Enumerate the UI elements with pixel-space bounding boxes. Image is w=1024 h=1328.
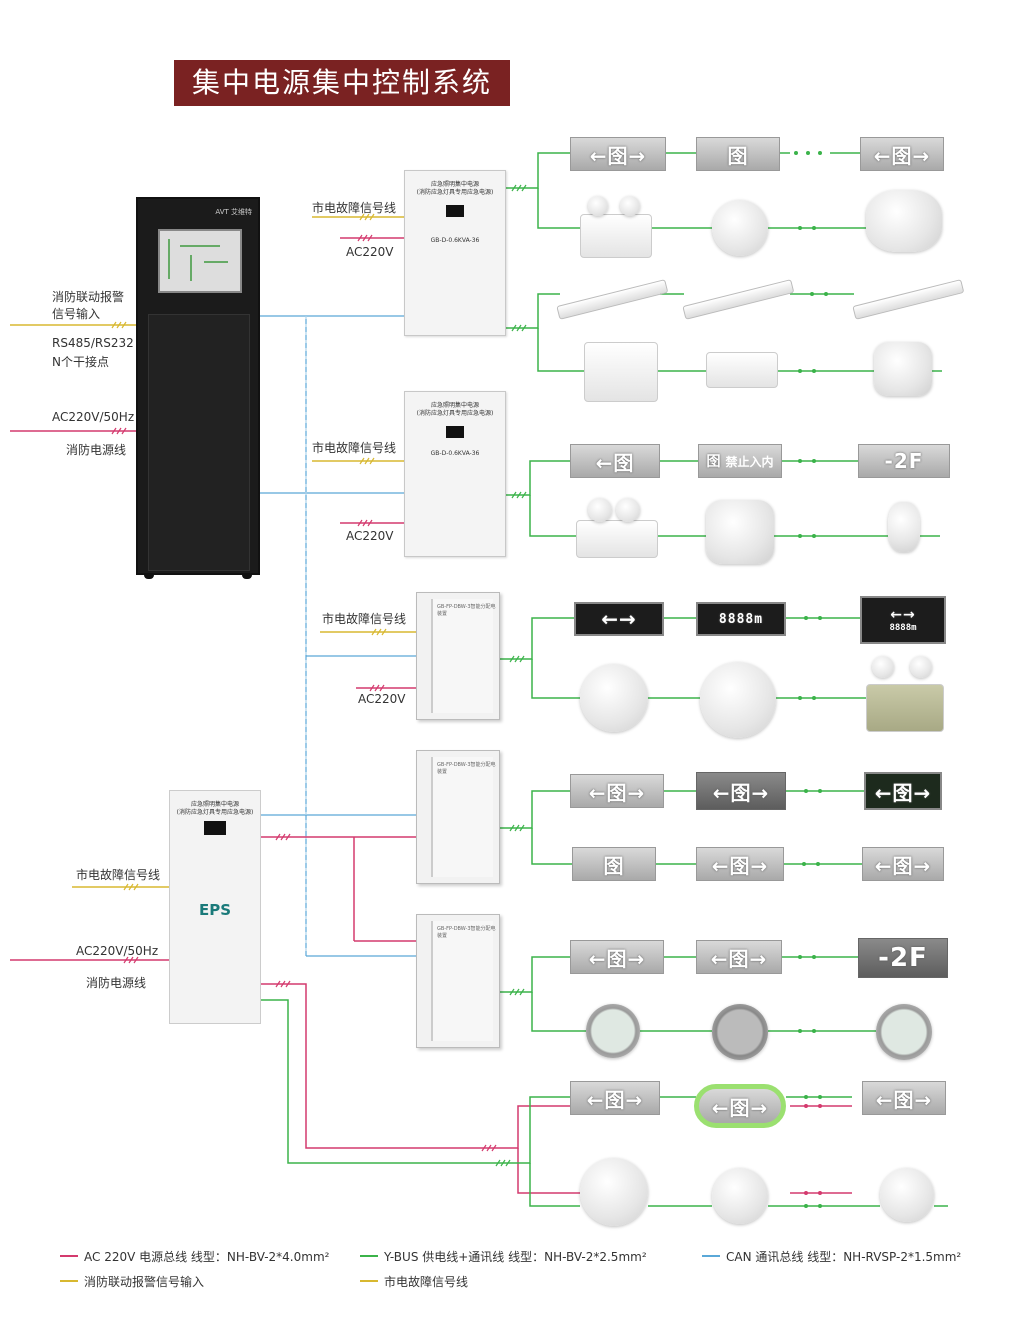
panel-title: GB-FP-DBW-3智能分配电装置 xyxy=(437,926,496,939)
distribution-panel-5: GB-FP-DBW-3智能分配电装置 xyxy=(416,914,500,1048)
round-down-light xyxy=(580,1158,648,1226)
legend-fire: 消防联动报警信号输入 xyxy=(84,1275,205,1289)
exit-sign-arrows: ←囹→ xyxy=(696,847,784,881)
ac220-label: AC220V xyxy=(346,245,394,259)
fire-alarm-input-label-2: 信号输入 xyxy=(52,307,101,321)
round-ceiling-light xyxy=(700,662,776,738)
exit-sign-dark: ←→ xyxy=(574,602,664,636)
exit-sign-arrows: ←囹→ xyxy=(570,1081,660,1115)
floor-sign-text: -2F xyxy=(878,943,928,973)
ac220-label: AC220V xyxy=(346,529,394,543)
wall-light xyxy=(584,342,658,402)
eps-ac-label-2: 消防电源线 xyxy=(86,976,147,990)
panel-subtitle: (消防应急灯具专用应急电源) xyxy=(416,410,494,417)
twin-spot-emergency-light xyxy=(576,520,658,558)
exit-sign-arrows: ←囹→ xyxy=(570,940,664,974)
ybus-lines xyxy=(261,152,948,1207)
distribution-panel-4: GB-FP-DBW-3智能分配电装置 xyxy=(416,750,500,884)
spot-lamp-icon xyxy=(872,656,894,678)
distance-sign-text: 8888m xyxy=(718,611,764,627)
ac220-label: AC220V xyxy=(358,692,406,706)
explosion-proof-exit-sign: ←囹→ xyxy=(864,772,942,810)
exit-sign-arrows: ←囹→ xyxy=(696,940,782,974)
spot-lamp-icon xyxy=(588,196,608,216)
exit-sign-hanging: ←囹 xyxy=(570,444,660,478)
round-ceiling-light xyxy=(580,664,648,732)
mini-spot-light xyxy=(888,502,920,552)
panel-title: 应急照明集中电源 xyxy=(430,181,479,188)
exit-sign-arrows: ←囹→ xyxy=(570,137,666,171)
floor-embedded-sign xyxy=(876,1004,932,1060)
down-light xyxy=(874,342,932,396)
page-title: 集中电源集中控制系统 xyxy=(174,60,510,106)
fault-signal-label: 市电故障信号线 xyxy=(312,441,397,455)
floor-sign: -2F xyxy=(858,938,948,978)
cabinet-door xyxy=(148,314,250,571)
spot-lamp-icon xyxy=(588,498,612,522)
round-down-light xyxy=(880,1168,934,1222)
legend-ybus: Y-BUS 供电线+通讯线 线型：NH-BV-2*2.5mm² xyxy=(384,1250,647,1264)
eps-label: EPS xyxy=(198,901,232,919)
round-down-light xyxy=(712,1168,768,1224)
eps-title: 应急照明集中电源 xyxy=(190,801,239,808)
legend-can: CAN 通讯总线 线型：NH-RVSP-2*1.5mm² xyxy=(726,1250,962,1264)
distance-sign: 8888m xyxy=(696,602,786,636)
fire-power-label: 消防电源线 xyxy=(66,443,127,457)
panel-title: GB-FP-DBW-3智能分配电装置 xyxy=(437,604,496,617)
fault-signal-label: 市电故障信号线 xyxy=(312,201,397,215)
cabinet-screen xyxy=(158,229,242,293)
signal-lines xyxy=(10,216,416,888)
exit-sign-arrows-glow: ←囹→ xyxy=(694,1084,786,1128)
distribution-panel-3: GB-FP-DBW-3智能分配电装置 xyxy=(416,592,500,720)
ceiling-light xyxy=(866,190,942,252)
exit-sign: 囹 xyxy=(572,847,656,881)
legend-ac: AC 220V 电源总线 线型：NH-BV-2*4.0mm² xyxy=(84,1250,330,1264)
floor-sign-text: -2F xyxy=(884,449,924,473)
rs485-label-1: RS485/RS232 xyxy=(52,336,134,350)
spot-lamp-icon xyxy=(910,656,932,678)
floor-embedded-sign xyxy=(712,1004,768,1060)
can-bus-lines xyxy=(260,315,416,957)
distance-arrow-sign: ←→8888m xyxy=(860,596,946,644)
no-entry-sign: 囹禁止入内 xyxy=(698,444,782,478)
legend-fault: 市电故障信号线 xyxy=(384,1275,469,1289)
fire-alarm-input-label-1: 消防联动报警 xyxy=(52,290,125,304)
eps-ac-label-1: AC220V/50Hz xyxy=(76,944,159,958)
panel-title: 应急照明集中电源 xyxy=(430,402,479,409)
wire-count-marks xyxy=(111,184,527,1167)
panel-model: GB-D-0.6KVA-36 xyxy=(430,237,480,244)
ceiling-light xyxy=(712,200,768,256)
continuation-dots xyxy=(794,151,828,1208)
floor-sign: -2F xyxy=(858,444,950,478)
eps-fault-label: 市电故障信号线 xyxy=(76,868,161,882)
distance-sign-text-2: 8888m xyxy=(889,623,917,633)
floor-embedded-sign xyxy=(586,1004,640,1058)
ac220-50hz-label: AC220V/50Hz xyxy=(52,410,135,424)
no-entry-text: 禁止入内 xyxy=(725,454,774,469)
exit-sign-arrows: ←囹→ xyxy=(696,772,786,810)
exit-sign-arrows: ←囹→ xyxy=(862,1081,946,1115)
control-cabinet: AVT 艾维特 xyxy=(136,197,260,579)
panel-title: GB-FP-DBW-3智能分配电装置 xyxy=(437,762,496,775)
twin-spot-emergency-light xyxy=(580,214,652,258)
exit-sign-arrows: ←囹→ xyxy=(860,137,944,171)
exit-sign-arrows: ←囹→ xyxy=(570,774,664,808)
ceiling-light xyxy=(706,500,774,564)
panel-model: GB-D-0.6KVA-36 xyxy=(430,450,480,457)
eps-cabinet: 应急照明集中电源(消防应急灯具专用应急电源) EPS xyxy=(169,790,261,1024)
panel-subtitle: (消防应急灯具专用应急电源) xyxy=(416,189,494,196)
panel-light xyxy=(706,352,778,388)
central-power-panel-1: 应急照明集中电源(消防应急灯具专用应急电源) GB-D-0.6KVA-36 xyxy=(404,170,506,336)
rs485-label-2: N个干接点 xyxy=(52,355,109,369)
spot-lamp-icon xyxy=(616,498,640,522)
explosion-proof-light xyxy=(866,684,944,732)
spot-lamp-icon xyxy=(620,196,640,216)
cabinet-brand: AVT 艾维特 xyxy=(215,208,252,216)
exit-sign-arrows: ←囹→ xyxy=(862,847,944,881)
central-power-panel-2: 应急照明集中电源(消防应急灯具专用应急电源) GB-D-0.6KVA-36 xyxy=(404,391,506,557)
exit-sign: 囹 xyxy=(696,137,780,171)
fault-signal-label: 市电故障信号线 xyxy=(322,612,407,626)
eps-subtitle: (消防应急灯具专用应急电源) xyxy=(176,809,254,816)
